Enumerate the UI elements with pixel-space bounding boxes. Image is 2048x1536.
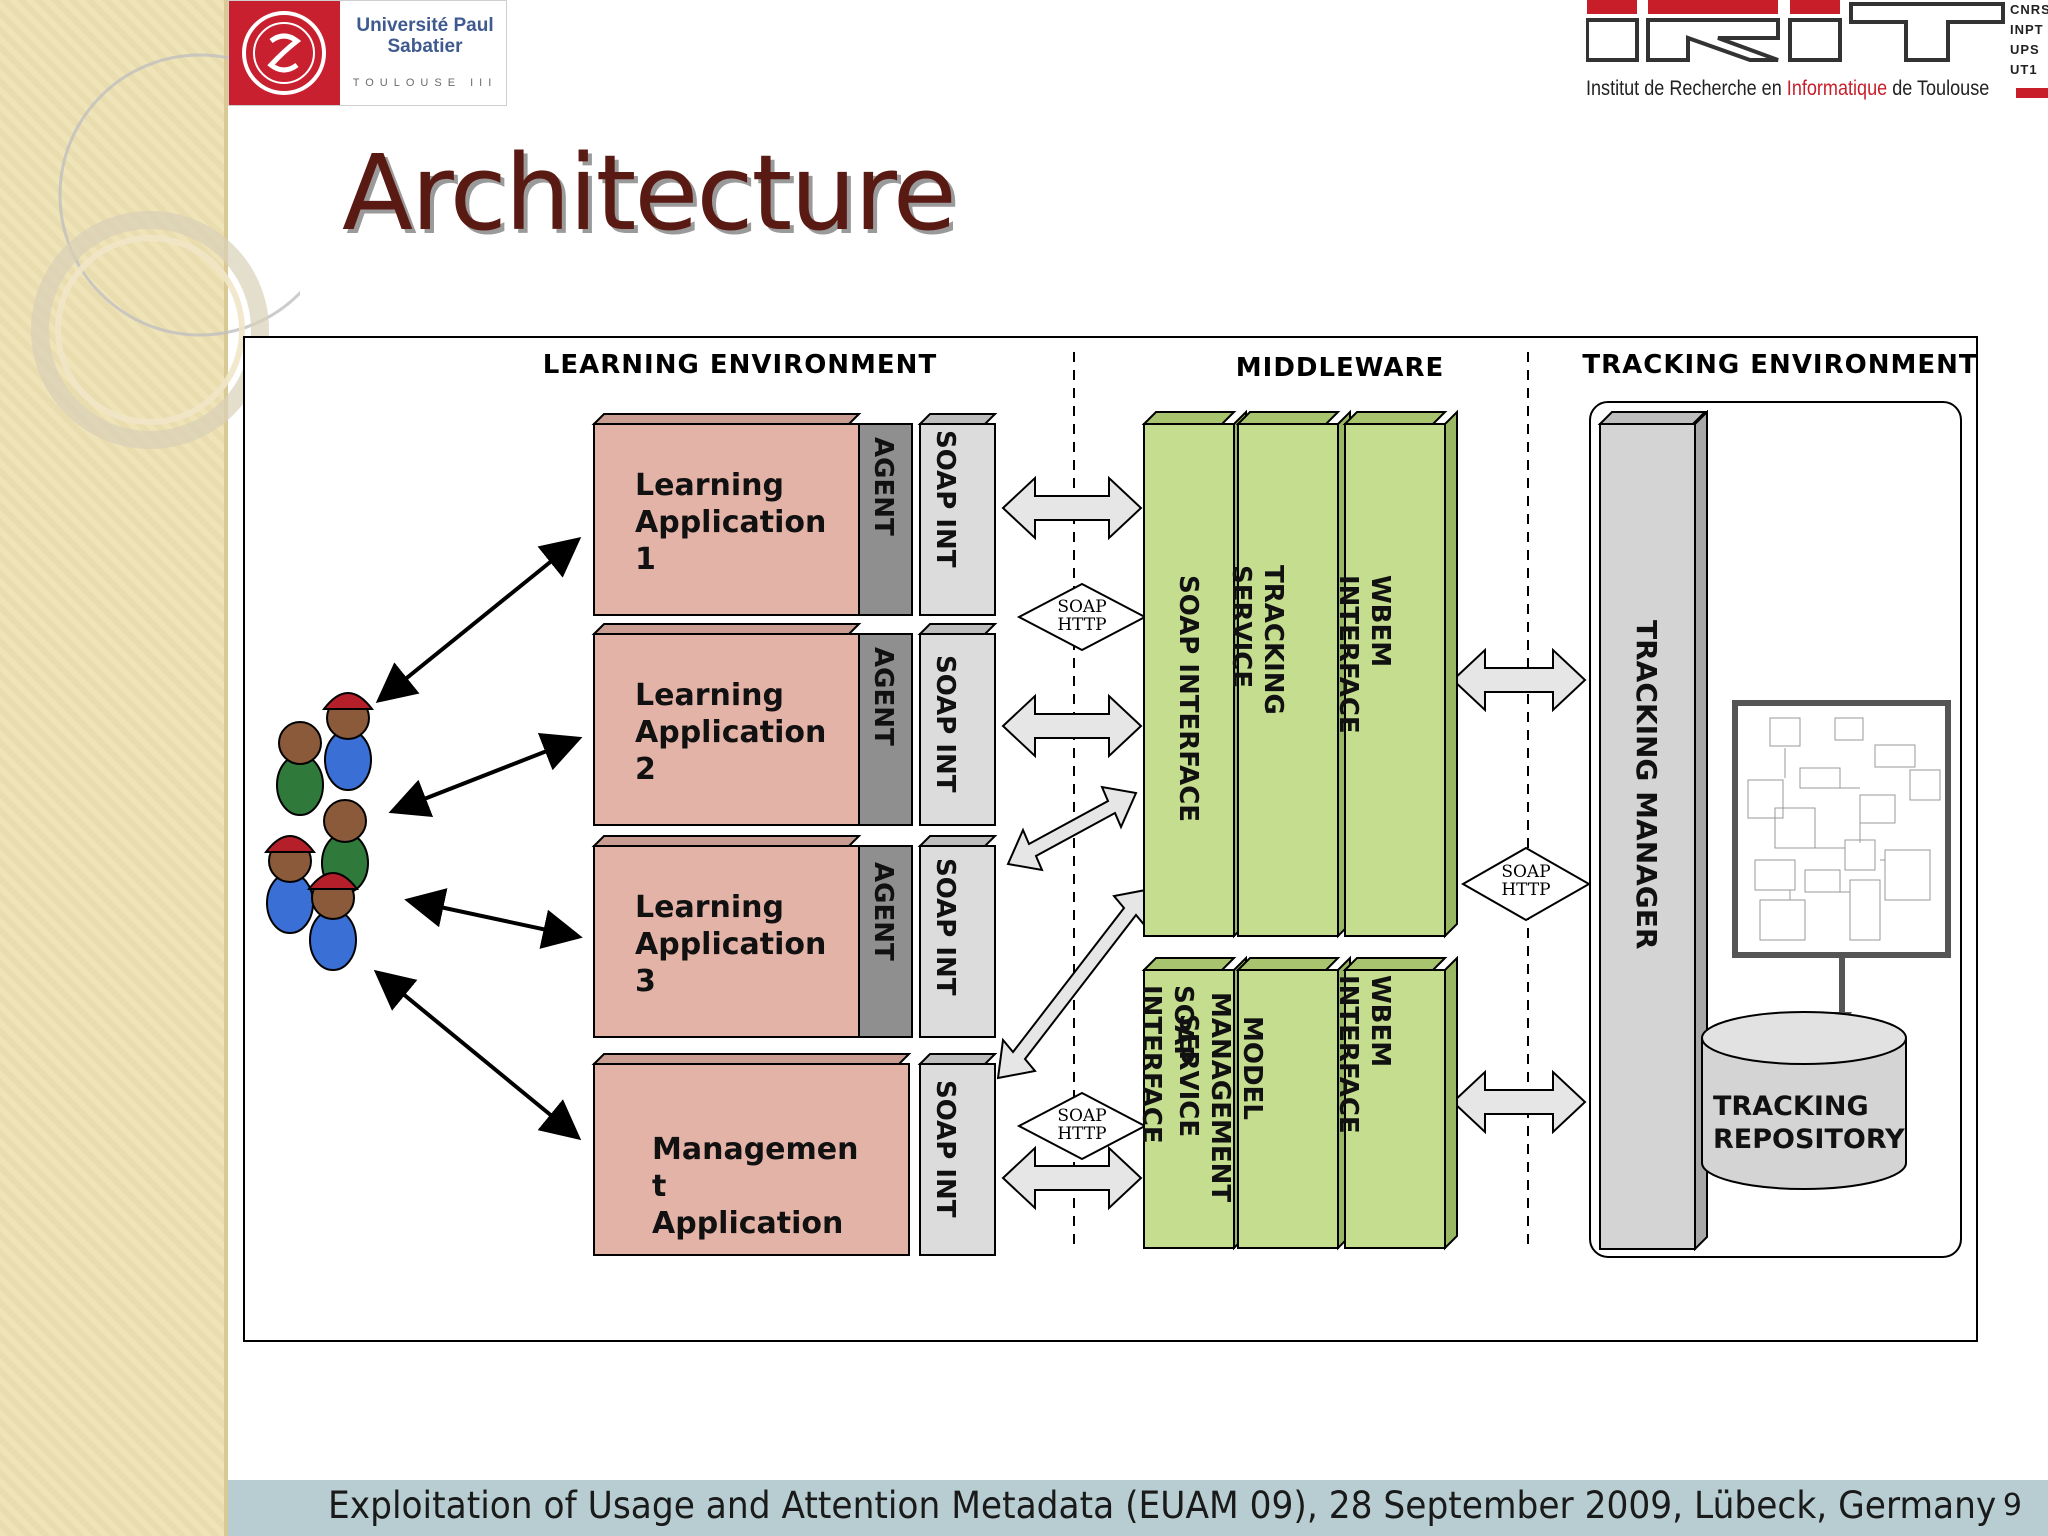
university-name: Université Paul Sabatier [356,15,494,57]
wbem-interface-bottom-line-2: INTERFACE [1333,975,1363,1134]
slide-title: Architecture [342,132,957,254]
soap-http-diamond-1: SOAP HTTP [1016,582,1148,652]
tracking-environment-header: TRACKING ENVIRONMENT [1582,350,1977,380]
learning-environment-header: LEARNING ENVIRONMENT [543,350,937,380]
learning-application-3: Learning Application 3 AGENT SOAP INT [591,835,998,1038]
soap-int-label-2: SOAP INT [930,655,960,793]
tracking-repository-line-1: TRACKING [1713,1091,1869,1122]
footer-bar: Exploitation of Usage and Attention Meta… [228,1480,2048,1536]
svg-text:Managemen t Applic: Managemen t Application [652,1132,869,1241]
wbem-interface-bottom-line-1: WBEM [1365,975,1395,1067]
decorative-rings [31,53,300,449]
tracking-service-line-2: SERVICE [1226,565,1256,688]
svg-text:HTTP: HTTP [1501,880,1550,900]
university-seal-icon [229,1,340,105]
wbem-interface-top-line-1: WBEM [1365,575,1395,667]
app-3-line-3: 3 [635,964,656,999]
users-group-icon [263,692,375,971]
svg-text:WBEM INTERFACE: WBEM INTERFACE [1333,975,1395,1134]
connector-app2-middleware [1001,693,1143,759]
svg-text:HTTP: HTTP [1057,1124,1106,1144]
management-application: Managemen t Application SOAP INT [591,1053,998,1256]
svg-text:SOAP: SOAP [1057,597,1106,617]
wbem-interface-top-line-2: INTERFACE [1333,575,1363,734]
svg-text:SOAP INTERFACE: SOAP INTERFACE [1136,985,1198,1144]
soap-http-diamond-3: SOAP HTTP [1460,846,1592,922]
university-logo: Université Paul Sabatier TOULOUSE III [228,0,507,106]
soap-http-diamond-2: SOAP HTTP [1016,1091,1148,1161]
learning-application-2: Learning Application 2 AGENT SOAP INT [591,623,998,826]
arrow-users-management [373,969,582,1141]
soap-connection-arrows [996,475,1587,1211]
architecture-diagram: LEARNING ENVIRONMENT MIDDLEWARE TRACKING… [243,336,1978,1342]
soap-interface-bottom-line-1: SOAP [1168,985,1198,1064]
agent-label-1: AGENT [868,437,898,536]
svg-text:Learning Application: Learning Application 2 [635,678,837,787]
soap-int-label-4: SOAP INT [930,1080,960,1218]
model-schema-icon [1732,700,1951,958]
app-1-line-3: 1 [635,542,656,577]
tracking-repository-icon: TRACKING REPOSITORY [1701,1011,1907,1190]
university-city: TOULOUSE III [352,77,498,89]
connector-middleware-tracking-top [1451,647,1587,713]
svg-text:TRACKING REPOSITORY: TRACKING REPOSITORY [1713,1091,1905,1155]
app-1-line-1: Learning [635,468,784,503]
irit-subtitle: Institut de Recherche en Informatique de… [1586,77,1990,100]
app-2-line-3: 2 [635,752,656,787]
soap-int-label-1: SOAP INT [930,430,960,568]
arrow-users-app1 [375,536,582,704]
svg-text:Learning Application: Learning Application 3 [635,890,837,999]
page-number: 9 [2002,1488,2022,1523]
connector-middleware-tracking-bottom [1451,1069,1587,1135]
management-line-3: Application [652,1206,843,1241]
agent-label-2: AGENT [868,647,898,746]
svg-text:SOAP: SOAP [1501,862,1550,882]
svg-text:SOAP: SOAP [1057,1106,1106,1126]
model-management-line-2: MANAGEMENT [1205,992,1235,1202]
middleware-bottom-block: SOAP INTERFACE MODEL MANAGEMENT SERVICE … [1136,955,1458,1251]
svg-text:HTTP: HTTP [1057,615,1106,635]
tracking-manager: TRACKING MANAGER [1597,409,1708,1252]
learning-application-1: Learning Application 1 AGENT SOAP INT [591,413,998,616]
middleware-top-block: SOAP INTERFACE TRACKING SERVICE WBEM INT… [1141,409,1458,939]
svg-text:TRACKING SERVICE: TRACKING SERVICE [1226,565,1288,724]
svg-text:Learning Application: Learning Application 1 [635,468,837,577]
app-1-line-2: Application [635,505,826,540]
management-line-2: t [652,1169,666,1204]
app-3-line-2: Application [635,927,826,962]
app-2-line-1: Learning [635,678,784,713]
irit-partners: CNRS INPT UPS UT1 [2010,2,2048,77]
soap-interface-bottom-line-2: INTERFACE [1136,985,1166,1144]
app-3-line-1: Learning [635,890,784,925]
irit-logo [1586,0,2048,98]
tracking-manager-label: TRACKING MANAGER [1630,620,1663,949]
soap-int-label-3: SOAP INT [930,858,960,996]
user-arrows [373,536,583,1141]
arrow-users-app2 [388,733,583,817]
arrow-users-app3 [404,888,583,949]
connector-app3-middleware [1006,785,1138,872]
soap-interface-top-label: SOAP INTERFACE [1173,575,1203,822]
tracking-service-line-1: TRACKING [1258,565,1288,715]
agent-label-3: AGENT [868,862,898,961]
model-management-line-3: SERVICE [1173,1014,1203,1137]
svg-text:MODEL MANAGEMENT S: MODEL MANAGEMENT SERVICE [1173,992,1267,1211]
footer-text: Exploitation of Usage and Attention Meta… [328,1484,1997,1527]
app-2-line-2: Application [635,715,826,750]
connector-management-middleware [1001,1145,1143,1211]
svg-text:WBEM INTERFACE: WBEM INTERFACE [1333,575,1395,734]
management-line-1: Managemen [652,1132,858,1167]
connector-app1-middleware [1001,475,1143,541]
tracking-repository-line-2: REPOSITORY [1713,1124,1905,1155]
left-decorative-band [0,0,228,1536]
middleware-header: MIDDLEWARE [1236,353,1444,383]
model-management-line-1: MODEL [1237,1016,1267,1120]
